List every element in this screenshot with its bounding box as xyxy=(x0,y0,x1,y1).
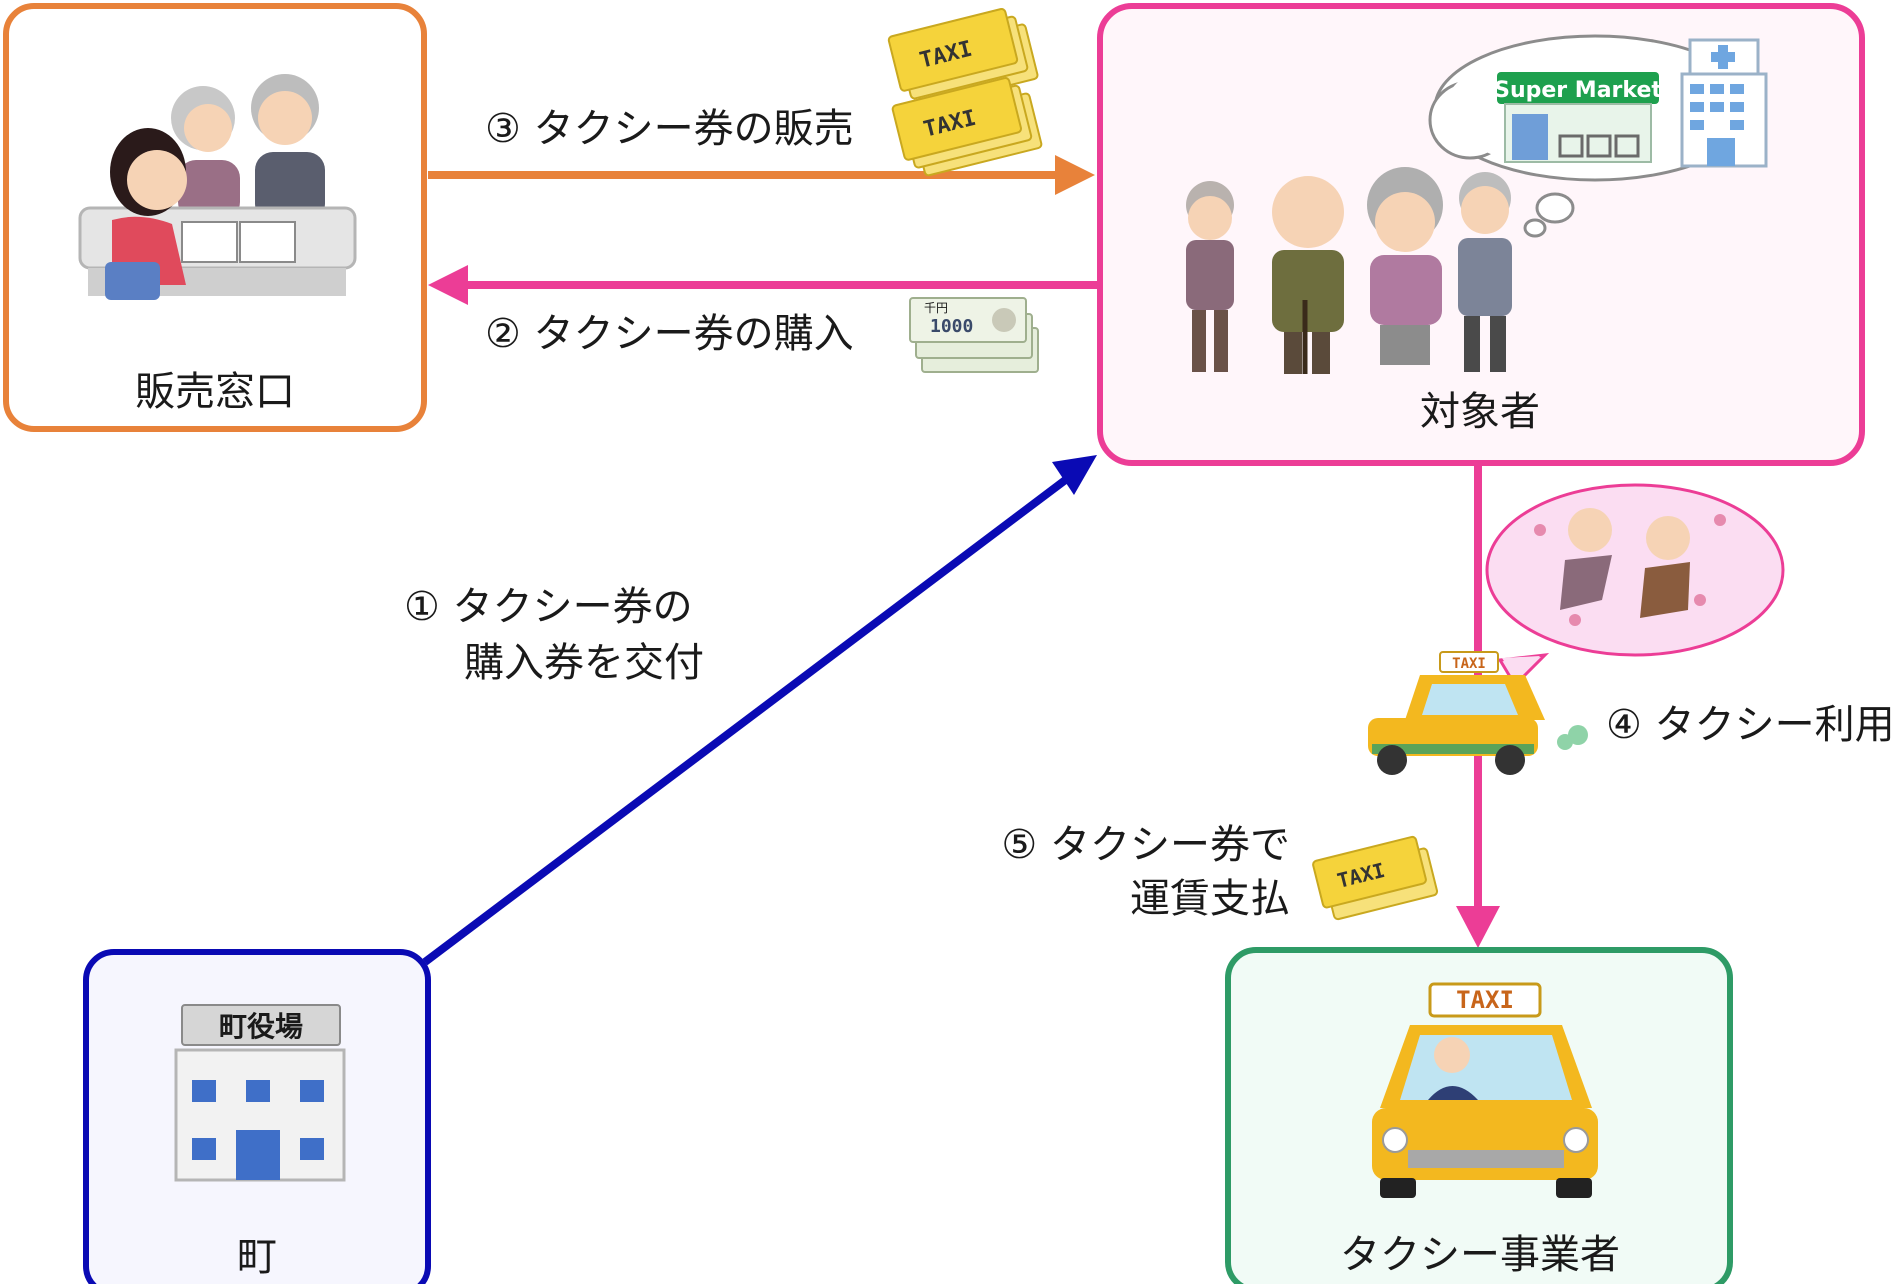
step1-label-line2: 購入券を交付 xyxy=(464,640,704,686)
taxi-ticket-pair-icon: TAXI xyxy=(1312,835,1439,921)
sales-window-label: 販売窓口 xyxy=(135,369,295,415)
step1-label-line1: ① タクシー券の xyxy=(404,584,693,630)
taxi-operator-label: タクシー事業者 xyxy=(1340,1232,1620,1278)
step2-label: ② タクシー券の購入 xyxy=(485,311,854,357)
small-taxi-icon: TAXI xyxy=(1368,651,1588,775)
svg-text:千円: 千円 xyxy=(924,301,948,315)
target-people-label: 対象者 xyxy=(1420,389,1540,435)
supermarket-icon: Super Market xyxy=(1494,72,1662,163)
taxi-ticket-stack-icon: TAXI TAXI xyxy=(887,8,1043,177)
node-taxi-operator: TAXI タクシー事業者 xyxy=(1225,947,1733,1284)
svg-text:TAXI: TAXI xyxy=(1452,656,1486,672)
step5-label-line1: ⑤ タクシー券で xyxy=(1001,822,1290,868)
arrow-step2 xyxy=(428,265,1098,305)
arrow-step1 xyxy=(422,455,1097,966)
town-hall-sign: 町役場 xyxy=(219,1010,303,1043)
taxi-driver-car-illustration: TAXI xyxy=(1372,982,1598,1198)
banknote-stack-icon: 千円 1000 xyxy=(909,297,1039,373)
sales-counter-illustration xyxy=(78,74,357,300)
svg-text:1000: 1000 xyxy=(930,316,973,337)
town-hall-building-icon: 町役場 xyxy=(174,1004,346,1182)
node-sales-window: 販売窓口 xyxy=(3,3,427,432)
svg-text:TAXI: TAXI xyxy=(1456,986,1514,1014)
node-town: 町役場 町 xyxy=(83,949,431,1284)
town-label: 町 xyxy=(237,1234,277,1280)
svg-text:Super Market: Super Market xyxy=(1494,78,1662,103)
step5-label-line2: 運賃支払 xyxy=(1130,876,1290,922)
arrow-step3 xyxy=(428,155,1095,195)
step4-label: ④ タクシー利用 xyxy=(1606,702,1895,748)
outing-speech-bubble xyxy=(1485,483,1785,688)
step3-label: ③ タクシー券の販売 xyxy=(485,106,854,152)
node-target-people: Super Market xyxy=(1097,3,1865,466)
hospital-icon xyxy=(1680,38,1768,168)
elderly-group-illustration xyxy=(1186,167,1512,374)
